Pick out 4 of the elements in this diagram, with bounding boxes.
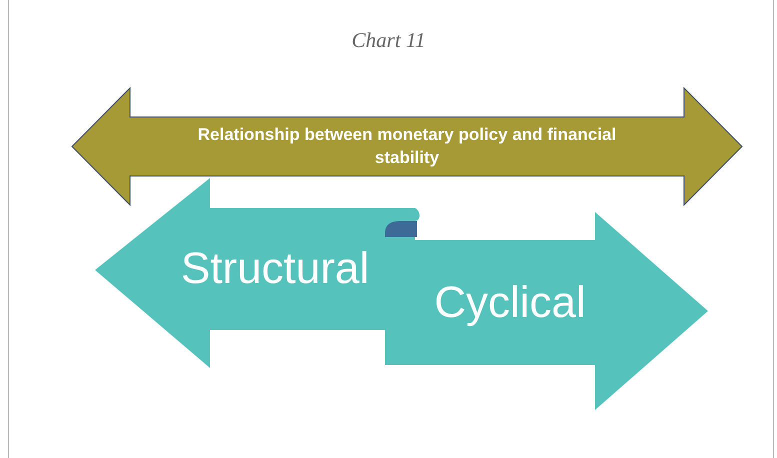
chart-title: Chart 11 bbox=[350, 28, 426, 53]
arrow-label: Structural bbox=[180, 243, 370, 296]
arrow-label: Cyclical bbox=[434, 276, 586, 329]
arrow-label: Relationship between monetary policy and financial stability bbox=[196, 124, 618, 168]
